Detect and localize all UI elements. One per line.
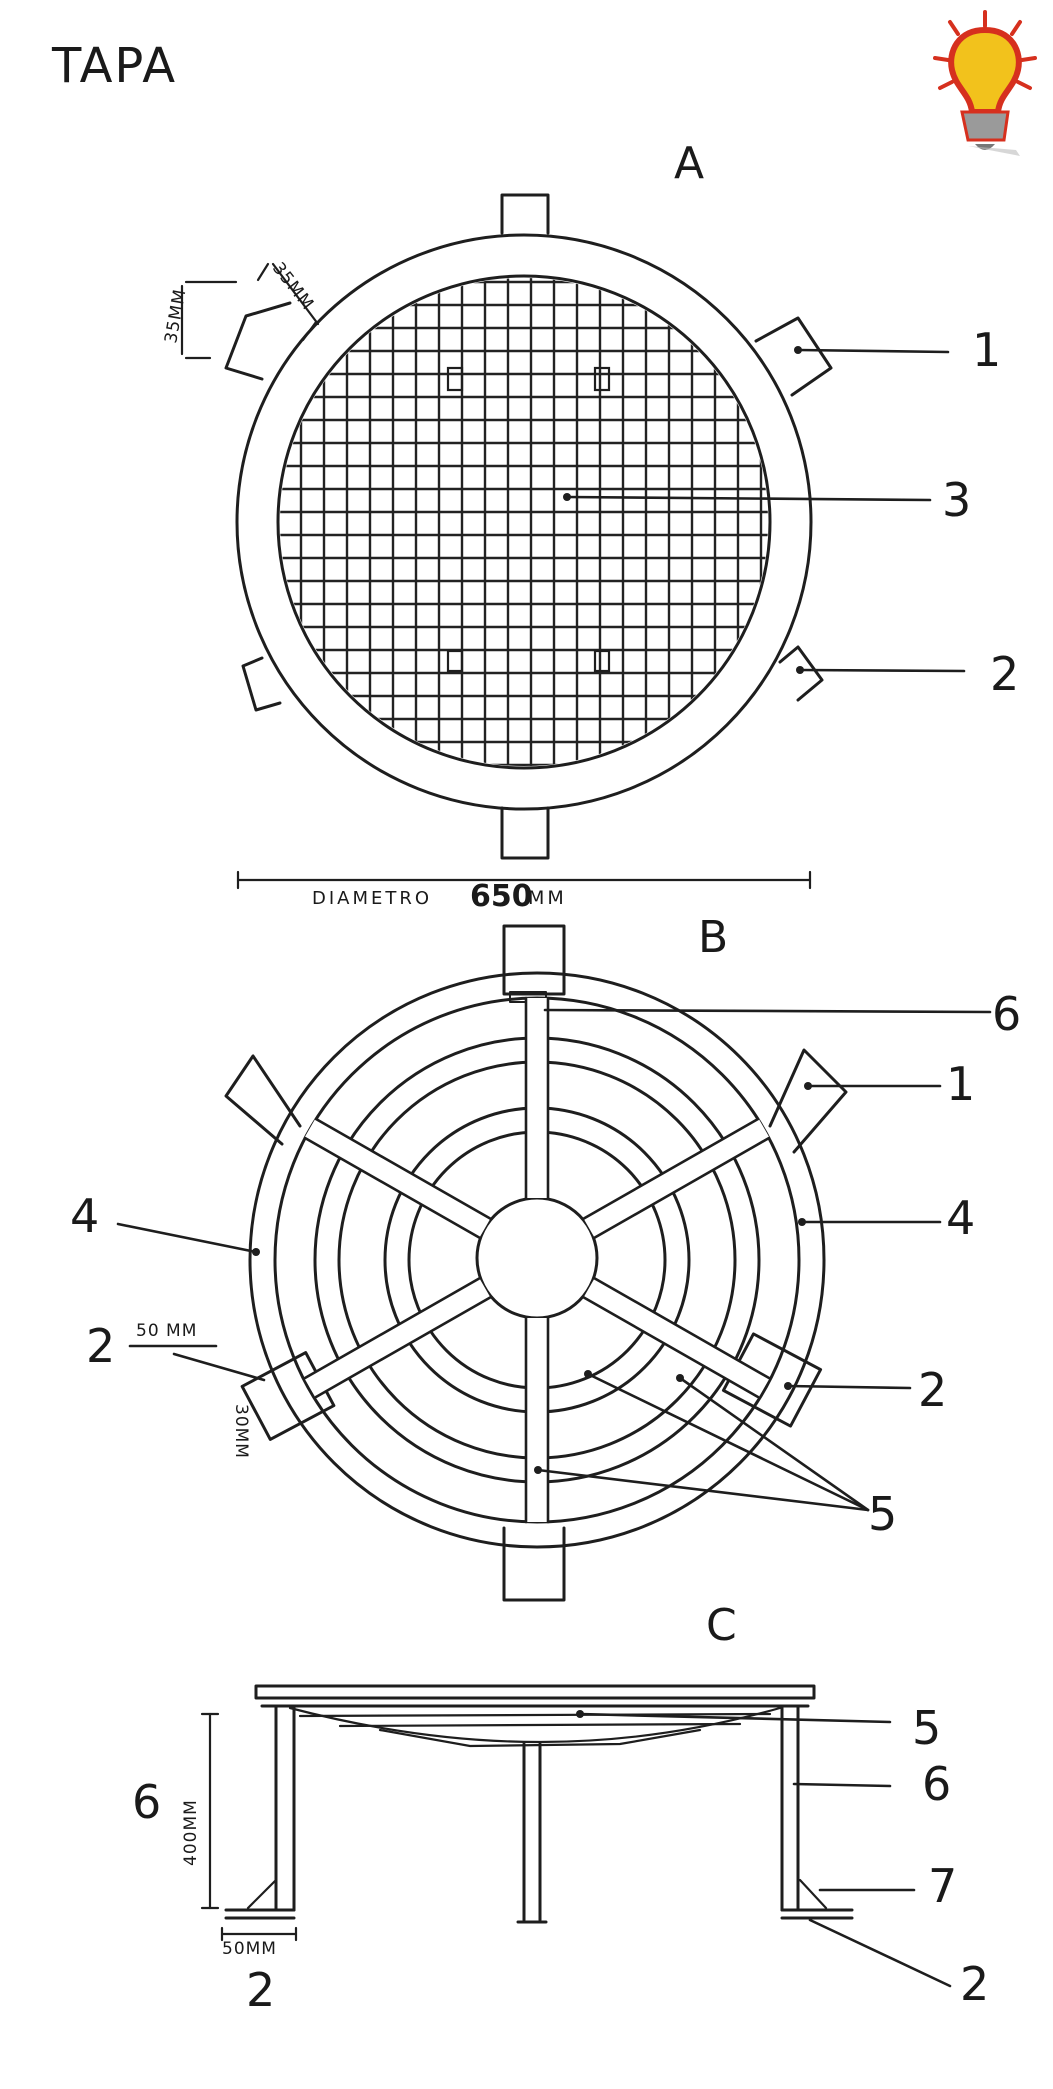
view-a-diameter-unit: MM	[528, 887, 567, 909]
view-c-foot-label: 2	[246, 1963, 275, 2017]
view-b-leaders	[116, 1008, 992, 1512]
view-a-callout-2: 2	[990, 647, 1019, 701]
view-c-height-dim: 400MM	[181, 1799, 201, 1866]
view-a-tab-upper-left	[224, 301, 292, 381]
view-b-tab-upper-right	[768, 1048, 848, 1154]
view-a-tab-top	[500, 193, 550, 235]
view-b-outer-ring	[248, 971, 826, 1549]
view-c-callout-2: 2	[960, 1957, 989, 2011]
view-b-callout-4-left: 4	[70, 1189, 99, 1243]
view-b-callout-2-left: 2	[86, 1319, 115, 1373]
view-b-tab-top	[502, 924, 566, 996]
view-c-label: C	[706, 1600, 737, 1651]
view-c-callout-5: 5	[912, 1701, 941, 1755]
view-a-dim-left: 35MM	[161, 287, 190, 345]
view-b-tab-bottom	[502, 1526, 566, 1602]
view-b-dim-width: 50 MM	[136, 1321, 197, 1341]
view-b-tab-upper-left	[224, 1054, 302, 1146]
view-c-grate-sag	[288, 1706, 782, 1744]
view-c-callout-7: 7	[928, 1859, 957, 1913]
view-a-outer-ring	[235, 233, 813, 811]
sheet-title: TAPA	[51, 38, 177, 94]
view-a-callout-3: 3	[942, 473, 971, 527]
view-a-drawing	[224, 193, 833, 860]
view-a-tab-lower-right	[778, 645, 824, 702]
view-a-grid-marker	[446, 649, 464, 673]
view-b-callout-4-right: 4	[946, 1191, 975, 1245]
view-c-top-plate	[254, 1684, 816, 1700]
view-a-tab-lower-left	[241, 656, 282, 712]
view-b-callout-2-right: 2	[918, 1363, 947, 1417]
view-a-inner-ring	[276, 274, 772, 770]
view-b-callout-1: 1	[946, 1057, 975, 1111]
view-a-diameter-label: DIAMETRO	[312, 888, 432, 909]
view-b-label: B	[698, 912, 728, 963]
view-b-hub	[475, 1196, 599, 1320]
view-a-tab-upper-right	[754, 316, 833, 397]
view-a-label: A	[674, 138, 704, 189]
view-b-spokes	[304, 998, 770, 1522]
view-a-grid-marker	[593, 649, 611, 673]
view-a-diameter-value: 650	[470, 879, 533, 914]
view-a-tab-dims	[180, 262, 320, 360]
view-a-grid-marker	[446, 366, 464, 392]
view-c-callout-6: 6	[922, 1757, 951, 1811]
view-b-callout-6: 6	[992, 987, 1021, 1041]
view-c-drawing	[224, 1684, 854, 1924]
view-c-dims	[200, 1712, 298, 1942]
view-b-dim-height: 30MM	[231, 1404, 251, 1459]
view-a-leaders	[563, 346, 966, 674]
view-a-grid-marker	[593, 366, 611, 392]
view-a-callout-1: 1	[972, 323, 1001, 377]
view-b-drawing	[224, 924, 848, 1602]
view-a-tab-bottom	[500, 806, 550, 860]
lightbulb-icon	[933, 10, 1037, 156]
view-c-foot-dim: 50MM	[222, 1939, 277, 1959]
view-a-grid-mesh	[280, 278, 768, 766]
view-c-leaders	[576, 1710, 952, 1988]
view-c-leg-label: 6	[132, 1775, 161, 1829]
view-b-callout-5: 5	[868, 1487, 897, 1541]
view-a-diameter-dim	[236, 870, 812, 890]
